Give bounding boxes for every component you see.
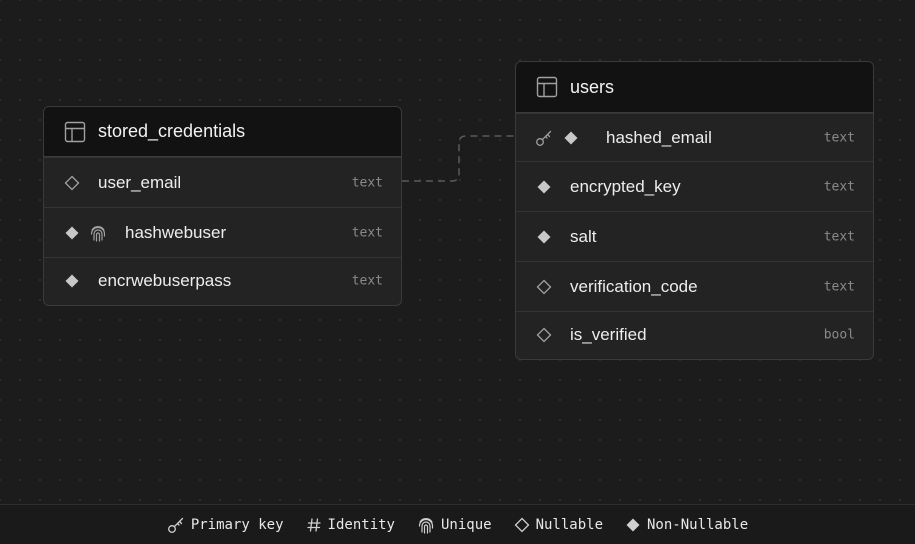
column-type: bool bbox=[823, 327, 855, 342]
column-name: verification_code bbox=[570, 276, 698, 296]
legend-label: Identity bbox=[327, 516, 395, 533]
column-name: salt bbox=[570, 226, 597, 246]
table-icon bbox=[536, 76, 558, 98]
primary-key-icon bbox=[167, 516, 185, 534]
column-row-hashed-email[interactable]: hashed_email text bbox=[516, 113, 873, 161]
table-name: users bbox=[570, 76, 615, 97]
column-name: encrypted_key bbox=[570, 176, 681, 196]
column-type: text bbox=[351, 225, 383, 240]
nullable-icon bbox=[536, 327, 552, 343]
legend-nullable: Nullable bbox=[514, 517, 603, 533]
non-nullable-icon bbox=[64, 273, 80, 289]
legend-label: Unique bbox=[440, 516, 492, 533]
legend-unique: Unique bbox=[417, 516, 492, 534]
table-header[interactable]: users bbox=[516, 62, 873, 113]
table-header[interactable]: stored_credentials bbox=[44, 107, 401, 157]
nullable-icon bbox=[536, 279, 552, 295]
column-row-user-email[interactable]: user_email text bbox=[44, 157, 401, 207]
column-name: hashed_email bbox=[606, 127, 712, 147]
hash-icon bbox=[306, 517, 322, 533]
column-row-verification-code[interactable]: verification_code text bbox=[516, 261, 873, 311]
legend-label: Primary key bbox=[190, 516, 284, 533]
column-type: text bbox=[823, 279, 855, 294]
legend-bar: Primary key Identity Unique Nullable Non… bbox=[0, 504, 915, 544]
column-type: text bbox=[351, 175, 383, 190]
column-type: text bbox=[823, 179, 855, 194]
column-row-hashwebuser[interactable]: hashwebuser text bbox=[44, 207, 401, 257]
legend-label: Non-Nullable bbox=[647, 516, 749, 533]
column-row-is-verified[interactable]: is_verified bool bbox=[516, 311, 873, 357]
column-type: text bbox=[823, 229, 855, 244]
column-name: user_email bbox=[98, 172, 182, 192]
non-nullable-icon bbox=[536, 229, 552, 245]
column-row-encrwebuserpass[interactable]: encrwebuserpass text bbox=[44, 257, 401, 304]
legend-primary-key: Primary key bbox=[167, 516, 284, 534]
legend-label: Nullable bbox=[535, 516, 603, 533]
legend-non-nullable: Non-Nullable bbox=[625, 517, 748, 533]
column-row-salt[interactable]: salt text bbox=[516, 211, 873, 261]
table-stored-credentials[interactable]: stored_credentials user_email text hashw… bbox=[43, 106, 402, 306]
column-row-encrypted-key[interactable]: encrypted_key text bbox=[516, 161, 873, 211]
primary-key-icon bbox=[535, 129, 553, 147]
legend-identity: Identity bbox=[306, 517, 395, 533]
column-type: text bbox=[823, 130, 855, 145]
table-name: stored_credentials bbox=[98, 121, 246, 141]
unique-fingerprint-icon bbox=[89, 224, 107, 242]
unique-fingerprint-icon bbox=[417, 516, 435, 534]
nullable-icon bbox=[64, 175, 80, 191]
column-name: is_verified bbox=[570, 324, 647, 344]
table-icon bbox=[64, 121, 86, 143]
non-nullable-icon bbox=[563, 130, 579, 146]
non-nullable-icon bbox=[536, 179, 552, 195]
column-name: encrwebuserpass bbox=[98, 271, 232, 290]
non-nullable-icon bbox=[625, 517, 641, 533]
table-users[interactable]: users hashed_email text encrypted_key te… bbox=[515, 61, 874, 360]
non-nullable-icon bbox=[64, 225, 80, 241]
nullable-icon bbox=[514, 517, 530, 533]
column-name: hashwebuser bbox=[125, 222, 227, 242]
column-type: text bbox=[351, 273, 383, 289]
